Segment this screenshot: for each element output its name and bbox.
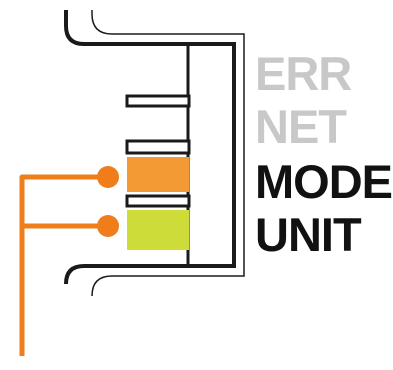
callout-dot-unit: [97, 215, 119, 237]
callout-dot-mode: [97, 166, 119, 188]
label-err: ERR: [255, 47, 352, 100]
led-mode: [127, 157, 189, 192]
label-net: NET: [255, 100, 347, 153]
label-unit: UNIT: [255, 208, 362, 261]
label-mode: MODE: [255, 155, 393, 208]
led-unit: [127, 210, 189, 250]
housing-inner-outline: [91, 10, 245, 297]
led-err: [125, 94, 191, 108]
led-net: [125, 139, 191, 155]
callout-line-mode: [19, 174, 108, 356]
housing-outline: [64, 10, 236, 285]
led-separator: [125, 194, 191, 208]
